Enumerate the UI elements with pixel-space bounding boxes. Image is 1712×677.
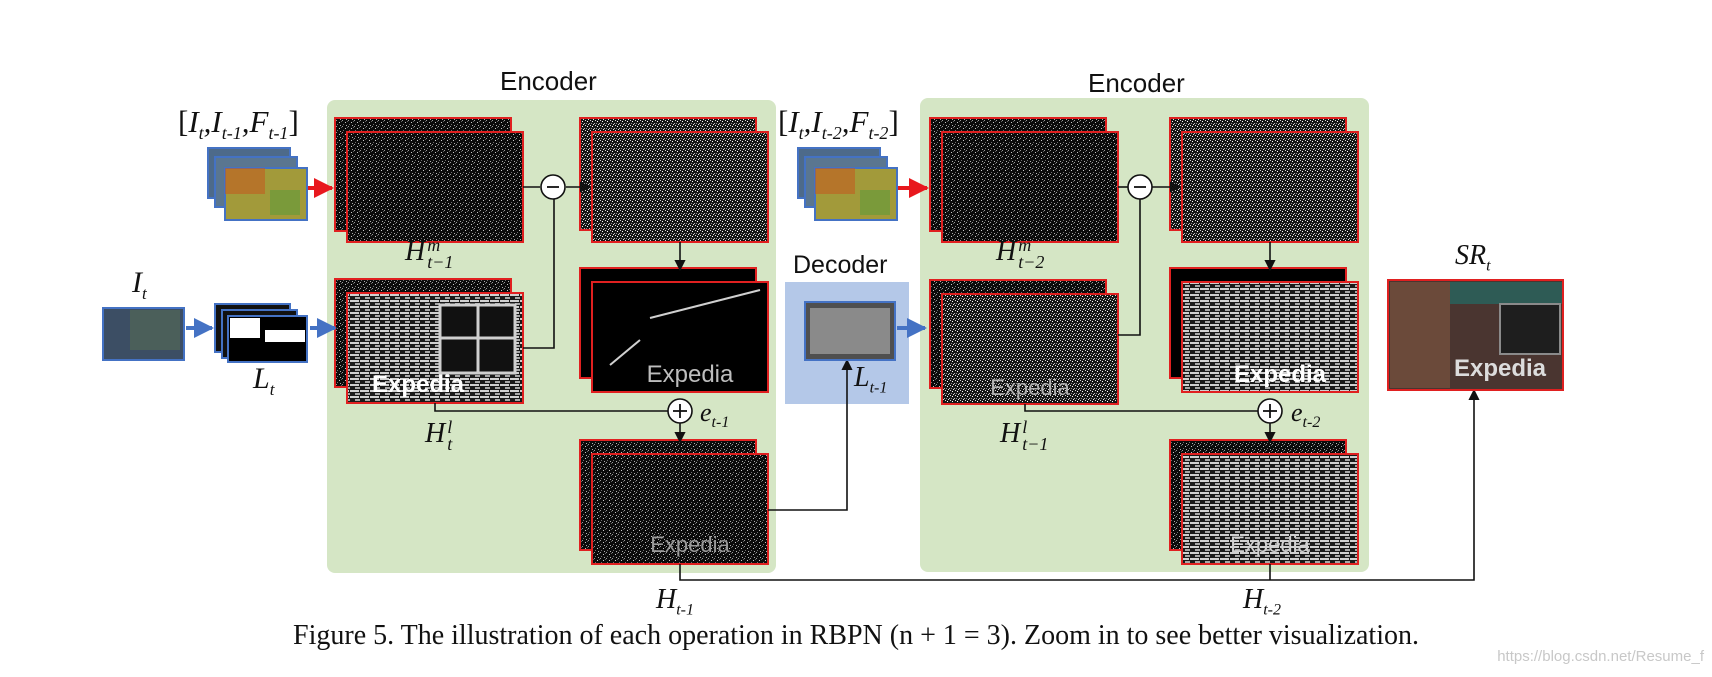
hm-t-1-stack — [334, 117, 524, 243]
input-stack-1 — [207, 147, 308, 221]
lt-stack — [214, 303, 308, 363]
encoder2-diff-stack — [1169, 117, 1359, 243]
output-connector — [679, 388, 1480, 581]
residual1-watermark: Expedia — [647, 361, 734, 388]
encoder1-title: Encoder — [500, 66, 597, 96]
decoder-title: Decoder — [793, 251, 888, 279]
hl-t-1-stack: Expedia — [929, 279, 1119, 405]
it-label: It — [132, 266, 147, 303]
input-stack-2 — [797, 147, 898, 221]
hl-t-1-watermark: Expedia — [990, 375, 1070, 400]
h-t-2-watermark: Expedia — [1230, 532, 1310, 557]
h-t-1-label: Ht-1 — [656, 584, 695, 619]
e-t-1-label: et-1 — [700, 398, 730, 432]
hl-t-watermark: Expedia — [372, 371, 465, 398]
h-t-2-label: Ht-2 — [1243, 584, 1282, 619]
csdn-watermark: https://blog.csdn.net/Resume_f — [1497, 648, 1704, 665]
l-t-1-label: Lt-1 — [854, 362, 888, 397]
input2-label: [It,It-2,Ft-2] — [778, 104, 899, 144]
encoder2-residual-stack: Expedia — [1169, 267, 1359, 393]
h-t-2-stack: Expedia — [1169, 439, 1359, 565]
encoder2-connectors — [1024, 181, 1276, 444]
lt-label: Lt — [253, 362, 275, 399]
h-t-1-watermark: Expedia — [650, 532, 730, 557]
sr-output-image: Expedia — [1387, 279, 1564, 391]
figure-caption: Figure 5. The illustration of each opera… — [293, 620, 1419, 651]
residual2-watermark: Expedia — [1234, 361, 1327, 388]
encoder1-residual-stack: Expedia — [579, 267, 769, 393]
hm-t-2-stack — [929, 117, 1119, 243]
hl-t-stack: Expedia — [334, 278, 524, 404]
h-t-1-stack: Expedia — [579, 439, 769, 565]
sr-watermark: Expedia — [1454, 355, 1547, 382]
sr-label: SRt — [1455, 240, 1491, 275]
encoder1-connectors — [434, 181, 853, 511]
encoder2-title: Encoder — [1088, 68, 1185, 98]
encoder1-diff-stack — [579, 117, 769, 243]
input1-label: [It,It-1,Ft-1] — [178, 104, 299, 144]
e-t-2-label: et-2 — [1291, 398, 1321, 432]
